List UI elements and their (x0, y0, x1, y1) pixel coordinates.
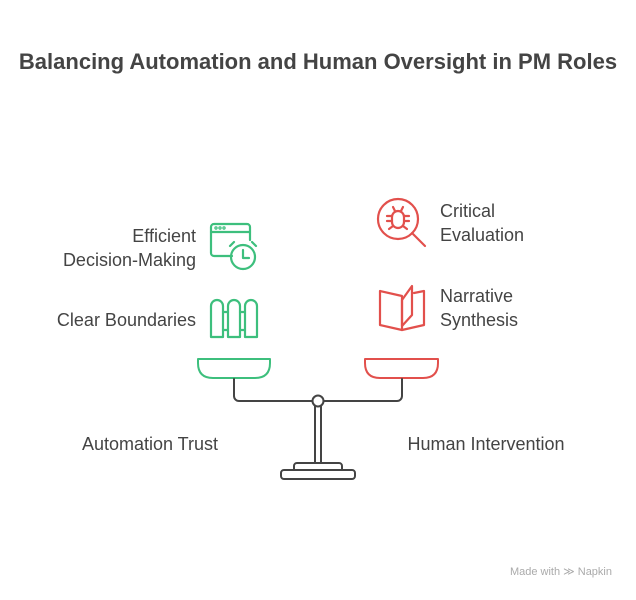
label-line: Efficient (132, 226, 196, 246)
footer-credit: Made with ≫ Napkin (510, 565, 612, 578)
napkin-logo-icon: ≫ (563, 566, 575, 578)
label-line: Decision-Making (62, 250, 196, 270)
label-line: Synthesis (440, 310, 519, 330)
label-efficient-decision-making: Efficient Decision-Making (63, 224, 196, 272)
left-pan (197, 358, 271, 379)
balance-post (314, 405, 322, 464)
label-line: Critical (440, 201, 496, 221)
fence-icon (209, 298, 259, 339)
bug-magnifier-icon (376, 197, 427, 248)
balance-pivot (311, 394, 325, 408)
made-with-text: Made with (509, 566, 561, 578)
right-pan (364, 358, 439, 379)
label-human-intervention: Human Intervention (407, 434, 565, 454)
open-book-icon (378, 284, 426, 332)
label-automation-trust: Automation Trust (81, 434, 219, 454)
label-clear-boundaries: Clear Boundaries (56, 310, 196, 330)
label-line: Narrative (440, 286, 514, 306)
label-narrative-synthesis: Narrative Synthesis (440, 284, 518, 332)
browser-clock-icon (209, 222, 258, 271)
balance-base (280, 462, 356, 480)
label-critical-evaluation: Critical Evaluation (440, 199, 524, 247)
page-title: Balancing Automation and Human Oversight… (18, 49, 618, 74)
brand-text: Napkin (577, 566, 612, 578)
label-line: Evaluation (440, 225, 525, 245)
